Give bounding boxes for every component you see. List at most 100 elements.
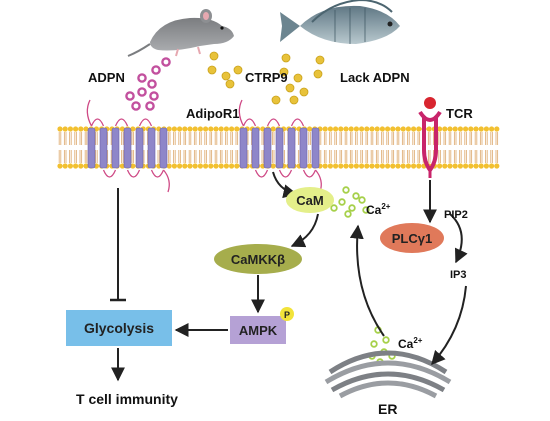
er-organelle xyxy=(324,350,452,399)
lipid-head xyxy=(78,126,84,132)
lipid-head xyxy=(218,163,224,169)
lipid-head xyxy=(353,126,359,132)
calcium-upper-label: Ca2+ xyxy=(366,202,391,217)
ctrp9-dot xyxy=(285,83,295,93)
transmembrane-helix xyxy=(263,127,272,169)
lipid-head xyxy=(473,163,479,169)
tcr-receptor xyxy=(418,97,442,178)
lipid-head xyxy=(333,163,339,169)
lipid-head xyxy=(307,126,313,132)
er-calcium-release-arrow xyxy=(349,224,385,337)
calcium-dot xyxy=(344,210,352,218)
plcg1-node: PLCγ1 xyxy=(380,223,444,253)
lipid-head xyxy=(338,126,344,132)
ctrp9-ligand-dots xyxy=(207,51,325,105)
transmembrane-helix xyxy=(135,127,144,169)
ctrp9-dot xyxy=(289,95,299,105)
lipid-head xyxy=(234,126,240,132)
lipid-head xyxy=(400,126,406,132)
ctrp9-dot xyxy=(313,69,323,79)
lipid-head xyxy=(182,126,188,132)
calcium-dot xyxy=(352,192,360,200)
lipid-head xyxy=(78,163,84,169)
lipid-head xyxy=(442,163,448,169)
lipid-head xyxy=(130,163,136,169)
calcium-dots-upper xyxy=(330,186,370,218)
lipid-head xyxy=(223,126,229,132)
lipid-head xyxy=(187,126,193,132)
transmembrane-helix xyxy=(147,127,156,169)
ctrp9-dot xyxy=(315,55,325,65)
lipid-head xyxy=(374,126,380,132)
ctrp9-label: CTRP9 xyxy=(245,70,288,85)
lipid-head xyxy=(333,126,339,132)
adipor1-receptor-left xyxy=(86,99,170,193)
lipid-head xyxy=(395,163,401,169)
receptor-to-cam-arrow xyxy=(272,171,298,199)
calcium-dot xyxy=(362,206,370,214)
lipid-head xyxy=(83,163,89,169)
glycolysis-label: Glycolysis xyxy=(84,320,154,336)
lipid-head xyxy=(229,126,235,132)
transmembrane-helix xyxy=(251,127,260,169)
phospho-badge xyxy=(280,307,294,321)
transmembrane-helix xyxy=(239,127,248,169)
lipid-head xyxy=(385,126,391,132)
tcr-label: TCR xyxy=(446,106,473,121)
lipid-head xyxy=(203,163,209,169)
lipid-head xyxy=(218,126,224,132)
transmembrane-helix xyxy=(275,127,284,169)
transmembrane-helix xyxy=(311,127,320,169)
lipid-head xyxy=(166,126,172,132)
lipid-head xyxy=(171,163,177,169)
lipid-head xyxy=(390,163,396,169)
lipid-head xyxy=(213,163,219,169)
mouse-icon xyxy=(127,9,234,57)
receptor-n-terminus xyxy=(86,99,93,127)
lipid-head xyxy=(442,126,448,132)
ip3-to-er-arrow xyxy=(431,285,467,366)
lipid-head xyxy=(73,126,79,132)
camkkb-node: CaMKKβ xyxy=(214,244,302,274)
lipid-head xyxy=(400,163,406,169)
lipid-head xyxy=(426,126,432,132)
ctrp9-dot xyxy=(221,71,231,81)
receptor-loops xyxy=(90,118,165,178)
lipid-head xyxy=(359,163,365,169)
lipid-head xyxy=(270,126,276,132)
adipor1-label: AdipoR1 xyxy=(186,106,239,121)
lipid-head xyxy=(437,126,443,132)
calcium-dot xyxy=(382,336,390,344)
adpn-dot xyxy=(149,91,159,101)
lipid-head xyxy=(364,126,370,132)
lipid-head xyxy=(171,126,177,132)
lipid-head xyxy=(307,163,313,169)
lipid-head xyxy=(452,126,458,132)
lipid-head xyxy=(208,126,214,132)
camkkb-label: CaMKKβ xyxy=(231,252,285,267)
lipid-head xyxy=(374,163,380,169)
lipid-head xyxy=(369,163,375,169)
tcr-ligand-dot xyxy=(424,97,436,109)
lipid-head xyxy=(322,163,328,169)
lipid-head xyxy=(348,163,354,169)
calcium-dot xyxy=(338,198,346,206)
adpn-dot xyxy=(131,101,141,111)
lipid-head xyxy=(187,163,193,169)
ctrp9-dot xyxy=(233,65,243,75)
calcium-lower-label: Ca2+ xyxy=(398,336,423,351)
lipid-head xyxy=(197,163,203,169)
ctrp9-dot xyxy=(293,73,303,83)
lipid-head xyxy=(223,163,229,169)
lipid-head xyxy=(379,126,385,132)
lipid-head xyxy=(57,163,63,169)
lipid-head xyxy=(166,163,172,169)
er-label: ER xyxy=(378,401,397,417)
transmembrane-helix xyxy=(111,127,120,169)
transmembrane-helix xyxy=(99,127,108,169)
calcium-dot xyxy=(348,204,356,212)
lipid-head xyxy=(447,126,453,132)
lipid-head xyxy=(483,163,489,169)
lipid-head xyxy=(405,126,411,132)
